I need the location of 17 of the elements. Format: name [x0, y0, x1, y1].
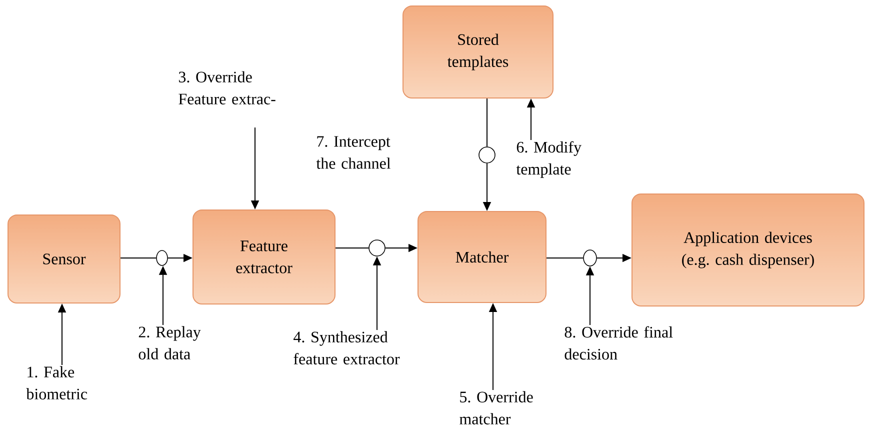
attack-label: 7. Intercept the channel: [316, 136, 391, 169]
attack-label: 1. Fake biometric: [26, 366, 88, 400]
tap-circle: [156, 250, 168, 266]
attack-label: 3. Override Feature extrac-: [178, 71, 276, 104]
process-box: Sensor: [8, 214, 121, 304]
process-box: Feature extractor: [192, 210, 336, 304]
attack-label: 2. Replay old data: [138, 326, 201, 360]
process-box: Matcher: [418, 211, 546, 303]
tap-circle: [368, 240, 386, 256]
attack-label: 6. Modify template: [516, 141, 582, 178]
tap-circle: [583, 250, 597, 266]
process-box: Stored templates: [402, 6, 554, 98]
tap-circle: [478, 146, 496, 164]
process-box: Application devices (e.g. cash dispenser): [632, 194, 864, 306]
attack-label: 8. Override final decision: [564, 326, 673, 360]
attack-label: 4. Synthesized feature extractor: [294, 331, 400, 364]
attack-label: 5. Override matcher: [460, 391, 533, 424]
